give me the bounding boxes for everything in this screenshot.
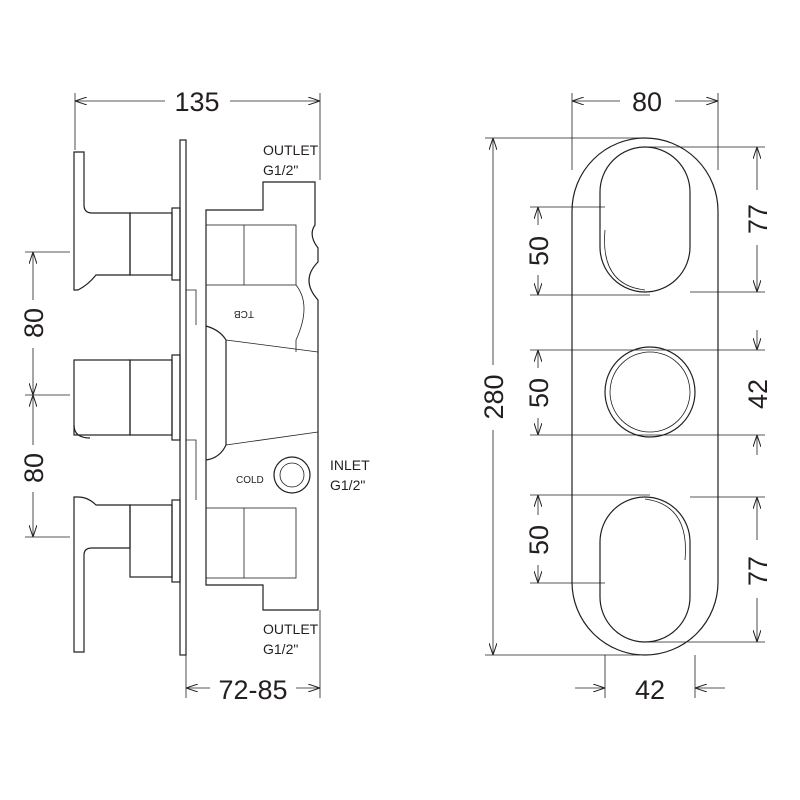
top-handle-width-dim: 50 [524,236,554,266]
middle-knob-height-dim: 42 [743,379,773,409]
spacing-top-dim: 80 [19,308,49,338]
outlet-top-size: G1/2" [263,162,298,178]
front-height-dim: 280 [479,374,509,419]
cover-plate [571,137,719,656]
outlet-bottom-label: OUTLET [263,621,319,637]
side-width-dim: 135 [174,87,219,117]
bottom-handle-width-dim: 50 [524,525,554,555]
cold-mark: COLD [236,475,264,486]
middle-knob-width-dim: 50 [524,378,554,408]
top-handle-height-dim: 77 [743,204,773,234]
depth-dim: 72-85 [218,675,287,705]
side-view: 135 80 80 TCB COLD OUTLET G1/2" INLET G1… [19,87,370,705]
front-view: 80 280 50 77 50 42 50 77 42 [479,87,773,705]
bottom-handle [599,496,691,643]
inlet-label: INLET [330,457,370,473]
outlet-bottom-size: G1/2" [263,641,298,657]
top-handle [599,146,691,293]
spacing-bottom-dim: 80 [19,453,49,483]
middle-knob [604,346,696,438]
tcb-mark: TCB [234,308,254,319]
front-width-dim: 80 [632,87,662,117]
front-bottom-dim: 42 [635,675,665,705]
outlet-top-label: OUTLET [263,142,319,158]
bottom-handle-height-dim: 77 [743,556,773,586]
inlet-size: G1/2" [330,477,365,493]
